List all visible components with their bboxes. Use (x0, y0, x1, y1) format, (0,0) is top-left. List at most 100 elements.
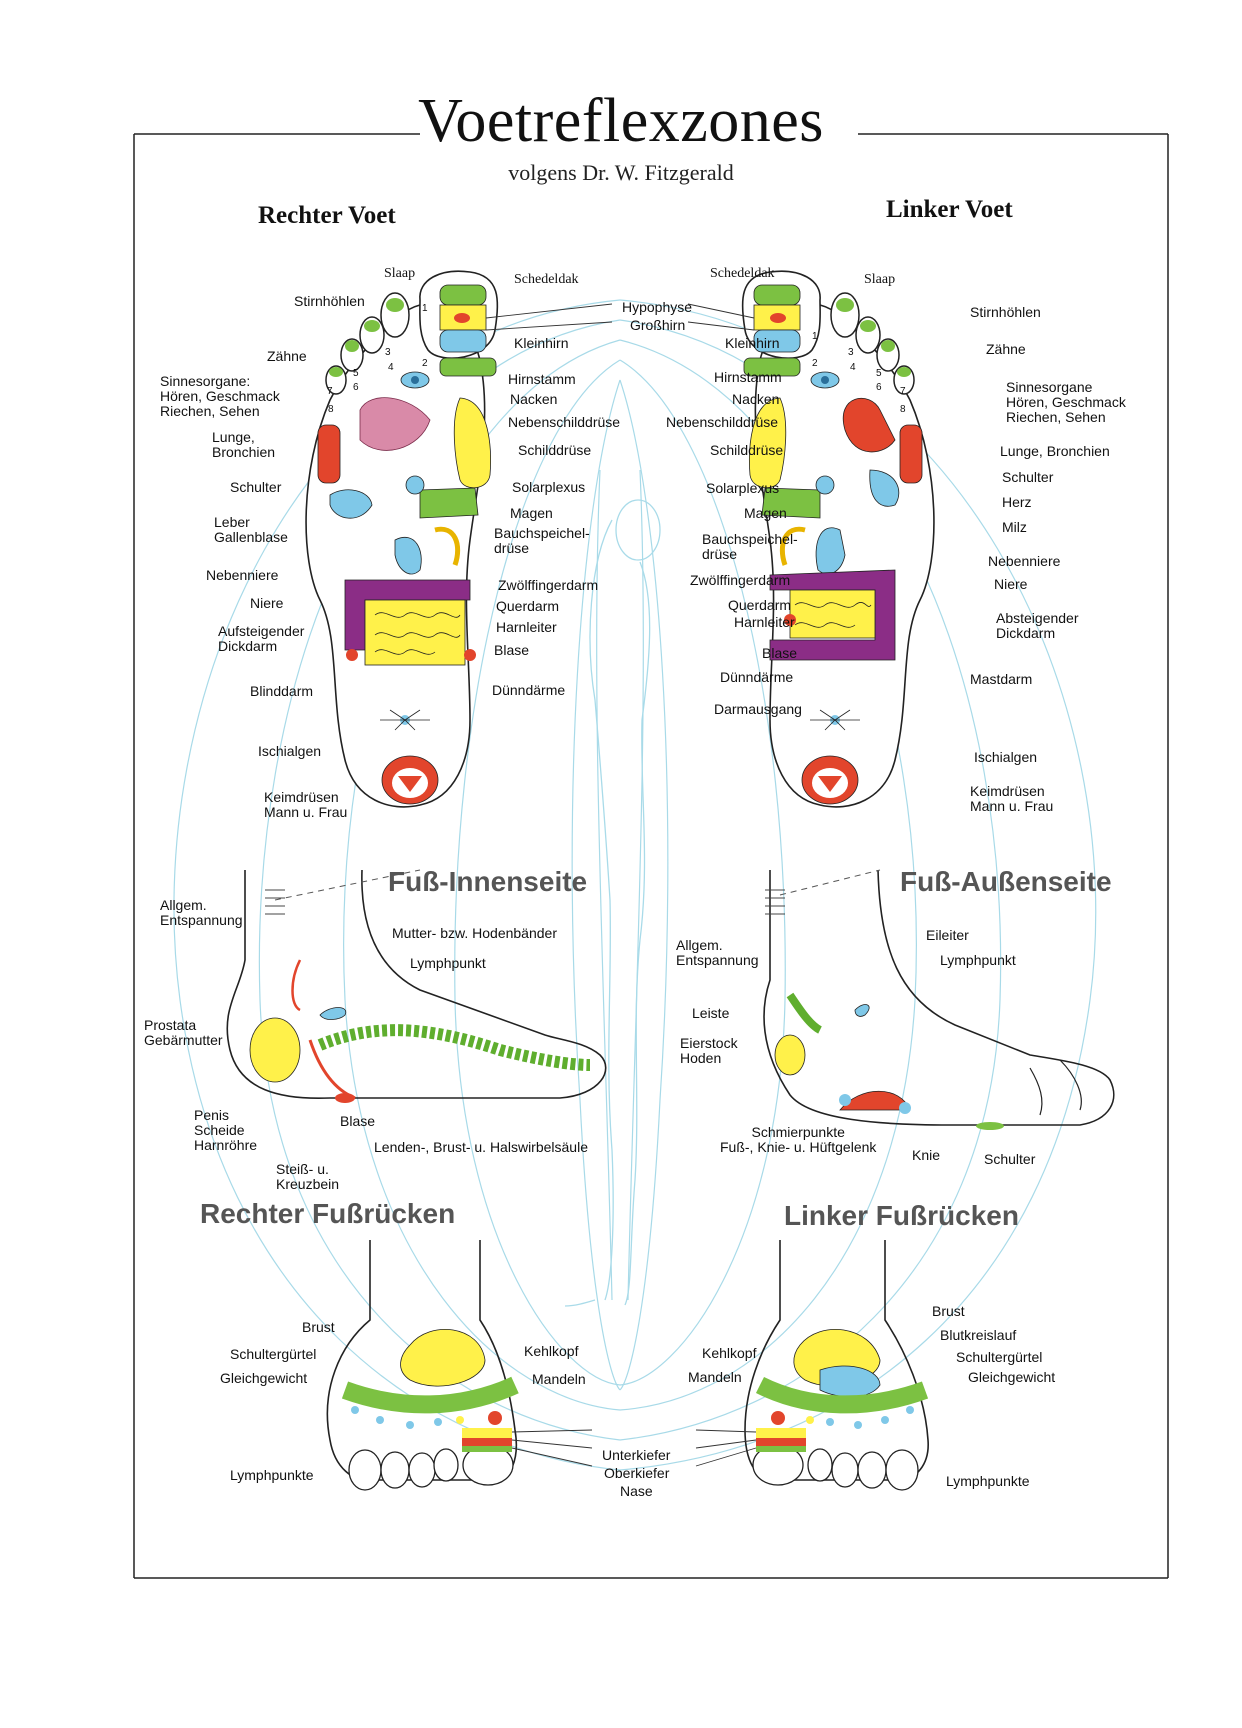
label-schilddruese: Schilddrüse (710, 442, 784, 458)
label-kleinhirn: Kleinhirn (725, 335, 780, 351)
label-schulter: Schulter (230, 479, 282, 495)
label-eileiter: Eileiter (926, 927, 969, 943)
left-sole (741, 270, 935, 808)
label-lymphpunkte: Lymphpunkte (230, 1467, 314, 1483)
label-lunge: Lunge, Bronchien (212, 429, 276, 460)
label-harnleiter: Harnleiter (734, 614, 795, 630)
toe-number: 2 (812, 358, 818, 369)
heading-right-back: Rechter Fußrücken (200, 1198, 456, 1229)
label-schultergurtel: Schultergürtel (230, 1346, 317, 1362)
label-mutter-hodenbaender: Mutter- bzw. Hodenbänder (392, 925, 557, 941)
label-prostata: Prostata Gebärmutter (144, 1017, 223, 1048)
label-schulter: Schulter (1002, 469, 1054, 485)
toe-number: 5 (876, 368, 882, 379)
left-foot-back (744, 1240, 929, 1491)
page-title: Voetreflexzones (418, 87, 824, 155)
label-schmierpunkte: Schmierpunkte Fuß-, Knie- u. Hüftgelenk (720, 1124, 877, 1155)
label-schilddruese: Schilddrüse (518, 442, 592, 458)
label-hirnstamm: Hirnstamm (714, 369, 782, 385)
label-steiss: Steiß- u. Kreuzbein (276, 1161, 340, 1192)
label-zwoelffinger: Zwölffingerdarm (498, 577, 599, 593)
label-schultergurtel: Schultergürtel (956, 1349, 1043, 1365)
label-kehlkopf: Kehlkopf (702, 1345, 757, 1361)
label-wirbelsaeule: Lenden-, Brust- u. Halswirbelsäule (374, 1139, 588, 1155)
heading-left-back: Linker Fußrücken (784, 1200, 1019, 1231)
leader-lines (485, 303, 757, 1467)
label-mandeln: Mandeln (688, 1369, 742, 1385)
toe-number: 7 (327, 386, 333, 397)
label-nacken: Nacken (510, 391, 558, 407)
label-allgem-entspannung: Allgem. Entspannung (160, 897, 243, 928)
label-oberkiefer: Oberkiefer (604, 1465, 670, 1481)
label-grosshirn: Großhirn (630, 317, 686, 333)
label-nebenschild: Nebenschilddrüse (666, 414, 779, 430)
label-nacken: Nacken (732, 391, 780, 407)
label-herz: Herz (1002, 494, 1032, 510)
heading-left-foot: Linker Voet (886, 196, 1013, 223)
label-blutkreislauf: Blutkreislauf (940, 1327, 1017, 1343)
label-leiste: Leiste (692, 1005, 730, 1021)
toe-number: 4 (850, 362, 856, 373)
label-allgem-entspannung: Allgem. Entspannung (676, 937, 759, 968)
label-kehlkopf: Kehlkopf (524, 1343, 579, 1359)
toe-number: 4 (388, 362, 394, 373)
label-magen: Magen (510, 505, 553, 521)
label-blinddarm: Blinddarm (250, 683, 314, 699)
label-leber: Leber Gallenblase (214, 514, 288, 545)
toe-number: 7 (900, 386, 906, 397)
label-duenndaerme: Dünndärme (720, 669, 794, 685)
label-lunge: Lunge, Bronchien (1000, 443, 1110, 459)
toe-number: 3 (385, 347, 391, 358)
label-darmausgang: Darmausgang (714, 701, 802, 717)
label-stirnhoehlen: Stirnhöhlen (970, 304, 1041, 320)
label-knie: Knie (912, 1147, 941, 1163)
right-foot-back (326, 1240, 519, 1491)
label-zaehne: Zähne (267, 348, 307, 364)
frame (133, 133, 1169, 1579)
label-gleichgewicht: Gleichgewicht (220, 1370, 308, 1386)
label-nebenniere: Nebenniere (988, 553, 1061, 569)
label-brust: Brust (302, 1319, 335, 1335)
page-subtitle: volgens Dr. W. Fitzgerald (508, 160, 734, 185)
label-zaehne: Zähne (986, 341, 1026, 357)
label-blase: Blase (762, 645, 798, 661)
label-sinnesorgane: Sinnesorgane: Hören, Geschmack Riechen, … (160, 373, 280, 419)
label-hypophyse: Hypophyse (622, 299, 693, 315)
label-keimdruesen: Keimdrüsen Mann u. Frau (970, 783, 1054, 814)
toe-number: 1 (812, 331, 818, 342)
label-slaap: Slaap (384, 266, 416, 281)
label-schedeldak: Schedeldak (514, 272, 579, 287)
toe-number: 8 (328, 404, 334, 415)
label-querdarm: Querdarm (496, 598, 560, 614)
label-bauchspeichel: Bauchspeichel- drüse (494, 525, 590, 556)
label-blase: Blase (340, 1113, 376, 1129)
toe-number: 3 (848, 347, 854, 358)
heading-outer-side: Fuß-Außenseite (900, 866, 1112, 897)
label-querdarm: Querdarm (728, 597, 792, 613)
label-brust: Brust (932, 1303, 965, 1319)
human-figure (564, 499, 661, 1307)
inner-side-foot (226, 869, 607, 1103)
label-penis: Penis Scheide Harnröhre (194, 1107, 258, 1153)
label-keimdruesen: Keimdrüsen Mann u. Frau (264, 789, 348, 820)
label-bauchspeichel: Bauchspeichel- drüse (702, 531, 798, 562)
label-harnleiter: Harnleiter (496, 619, 557, 635)
label-sinnesorgane: Sinnesorgane Hören, Geschmack Riechen, S… (1006, 379, 1126, 425)
label-schedeldak: Schedeldak (710, 266, 775, 281)
toe-number: 2 (422, 358, 428, 369)
label-lymphpunkt: Lymphpunkt (940, 952, 1016, 968)
label-aufsteigender: Aufsteigender Dickdarm (218, 623, 305, 654)
label-lymphpunkte: Lymphpunkte (946, 1473, 1030, 1489)
label-blase: Blase (494, 642, 530, 658)
label-milz: Milz (1002, 519, 1027, 535)
toe-number: 8 (900, 404, 906, 415)
label-duenndaerme: Dünndärme (492, 682, 566, 698)
label-ischialgen: Ischialgen (974, 749, 1038, 765)
label-solarplexus: Solarplexus (706, 480, 780, 496)
label-slaap: Slaap (864, 272, 896, 287)
label-ischialgen: Ischialgen (258, 743, 322, 759)
label-mandeln: Mandeln (532, 1371, 586, 1387)
label-nebenschild: Nebenschilddrüse (508, 414, 621, 430)
